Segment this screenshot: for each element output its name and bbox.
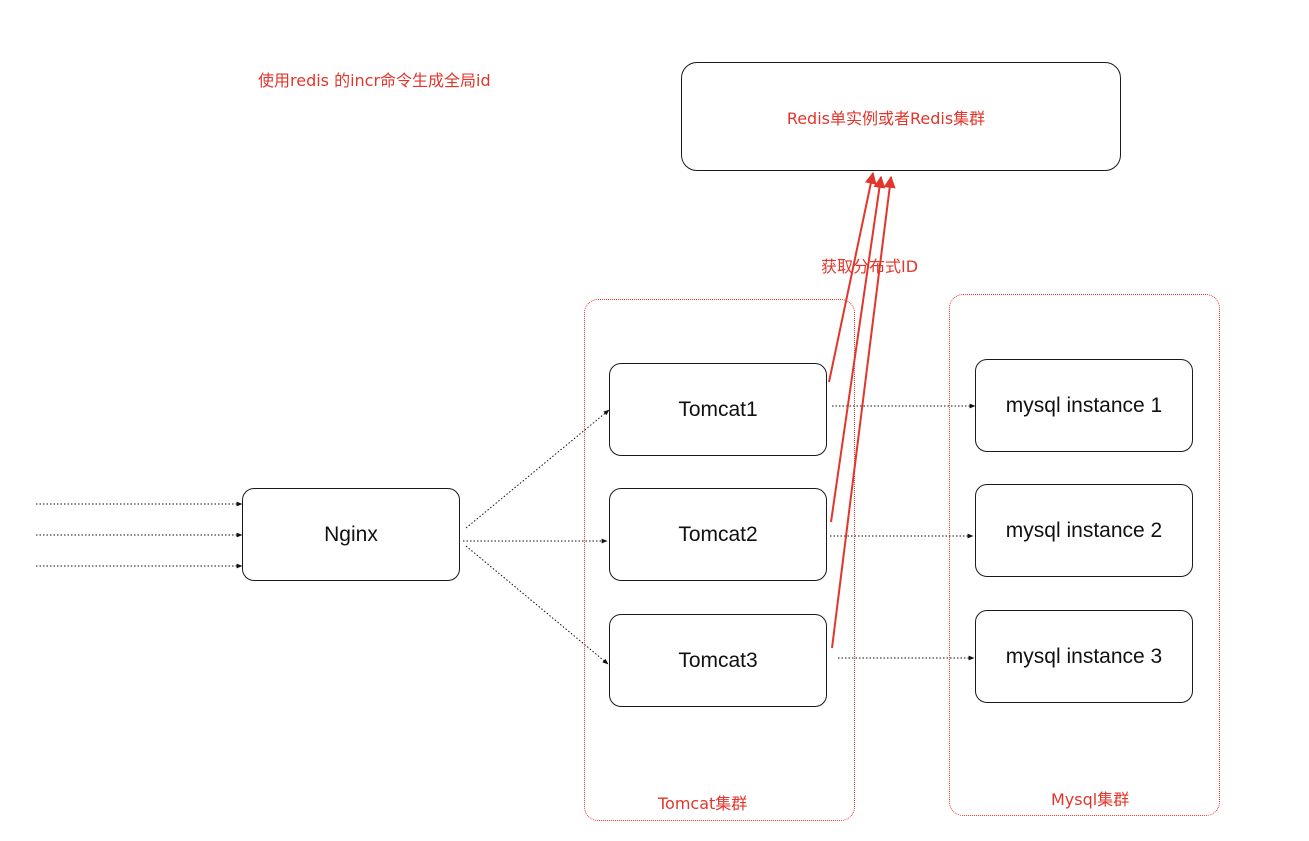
nginx-to-tomcat1-arrow xyxy=(465,409,610,529)
nginx-to-tomcat3-arrow xyxy=(465,545,609,665)
tomcat3-to-redis-arrow xyxy=(831,175,896,649)
annotation-text: 使用redis 的incr命令生成全局id xyxy=(258,71,491,90)
tomcat2-to-redis-arrow xyxy=(830,175,886,523)
mysql-node: mysql instance 1 xyxy=(975,359,1193,452)
mysql-cluster-label: Mysql集群 xyxy=(1051,790,1130,809)
mysql-cluster-boundary xyxy=(949,294,1220,816)
tomcat-node: Tomcat1 xyxy=(609,363,827,456)
nginx-node-label: Nginx xyxy=(324,522,378,546)
tomcat1-to-redis-arrow xyxy=(828,171,877,383)
mysql-node: mysql instance 2 xyxy=(975,484,1193,577)
mysql-node-label: mysql instance 1 xyxy=(1005,393,1163,417)
tomcat-node: Tomcat2 xyxy=(609,488,827,581)
nginx-node: Nginx xyxy=(242,488,460,581)
mysql-node-label: mysql instance 2 xyxy=(1005,518,1163,542)
tomcat-node: Tomcat3 xyxy=(609,614,827,707)
redis-node: Redis单实例或者Redis集群 xyxy=(681,62,1121,171)
tomcat-cluster-label: Tomcat集群 xyxy=(658,794,748,813)
tomcat-cluster-boundary xyxy=(584,299,855,821)
tomcat-node-label: Tomcat2 xyxy=(678,522,758,546)
redis-node-label: Redis单实例或者Redis集群 xyxy=(786,108,986,128)
tomcat-node-label: Tomcat3 xyxy=(678,648,758,672)
mysql-node-label: mysql instance 3 xyxy=(1005,644,1163,668)
tomcat-node-label: Tomcat1 xyxy=(678,397,758,421)
edge-label: 获取分布式ID xyxy=(821,257,919,276)
mysql-node: mysql instance 3 xyxy=(975,610,1193,703)
